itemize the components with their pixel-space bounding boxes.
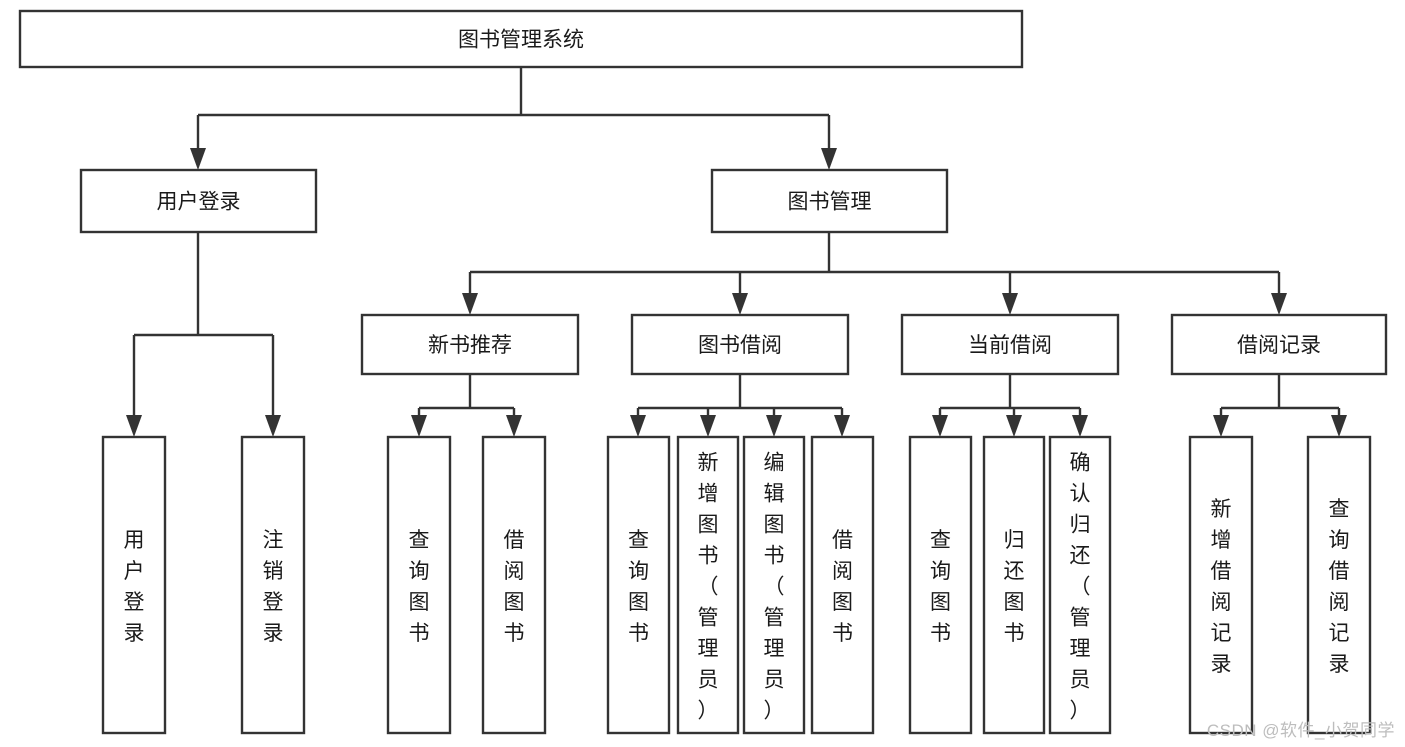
node-label: 注销登录 [263,529,284,645]
node-label: 查询图书 [628,529,649,645]
node-box[interactable] [1170,313,1388,376]
node-leaf-return-book[interactable]: 归还图书 [982,435,1046,735]
node-box[interactable] [240,435,306,735]
node-box[interactable] [101,435,167,735]
arrow-head-icon [506,415,522,437]
node-box[interactable] [982,435,1046,735]
node-label: 新增图书（管理员） [698,452,719,723]
arrow-head-icon [1072,415,1088,437]
node-label: 借阅记录 [1237,334,1321,357]
node-label: 图书管理 [788,191,872,214]
connector-bus-root [190,67,837,170]
node-label: 图书管理系统 [458,29,584,52]
node-leaf-add-book[interactable]: 新增图书（管理员） [676,435,740,735]
node-leaf-add-record[interactable]: 新增借阅记录 [1188,435,1254,735]
connector-bus-new-book-rec [411,374,522,437]
node-box[interactable] [710,168,949,234]
connector-bus-current-borrow [932,374,1088,437]
node-leaf-query-book-1[interactable]: 查询图书 [386,435,452,735]
arrow-head-icon [821,148,837,170]
node-box[interactable] [1306,435,1372,735]
node-borrow-record[interactable]: 借阅记录 [1170,313,1388,376]
arrow-head-icon [1002,293,1018,315]
node-root[interactable]: 图书管理系统 [18,9,1024,69]
node-box[interactable] [360,313,580,376]
arrow-head-icon [126,415,142,437]
node-label: 查询图书 [930,529,951,645]
connector-bus-book-manage [462,232,1287,315]
node-label: 用户登录 [157,191,241,214]
node-box[interactable] [18,9,1024,69]
node-current-borrow[interactable]: 当前借阅 [900,313,1120,376]
node-leaf-query-record[interactable]: 查询借阅记录 [1306,435,1372,735]
node-box[interactable] [1048,435,1112,735]
node-leaf-user-logout[interactable]: 注销登录 [240,435,306,735]
node-book-manage[interactable]: 图书管理 [710,168,949,234]
node-leaf-confirm-return[interactable]: 确认归还（管理员） [1048,435,1112,735]
node-leaf-query-book-3[interactable]: 查询图书 [908,435,973,735]
node-box[interactable] [900,313,1120,376]
node-book-borrow[interactable]: 图书借阅 [630,313,850,376]
arrow-head-icon [411,415,427,437]
node-box[interactable] [630,313,850,376]
node-label: 图书借阅 [698,334,782,357]
node-box[interactable] [908,435,973,735]
node-label: 新增借阅记录 [1211,498,1232,676]
node-box[interactable] [742,435,806,735]
node-label: 查询借阅记录 [1329,498,1350,676]
node-label: 当前借阅 [968,334,1052,357]
node-box[interactable] [386,435,452,735]
arrow-head-icon [1213,415,1229,437]
node-label: 借阅图书 [832,529,853,645]
arrow-head-icon [700,415,716,437]
arrow-head-icon [265,415,281,437]
node-box[interactable] [1188,435,1254,735]
edges-layer [126,67,1347,437]
node-box[interactable] [810,435,875,735]
connector-bus-book-borrow [630,374,850,437]
connector-bus-borrow-record [1213,374,1347,437]
node-leaf-borrow-book-1[interactable]: 借阅图书 [481,435,547,735]
node-user-login[interactable]: 用户登录 [79,168,318,234]
arrow-head-icon [932,415,948,437]
node-leaf-user-login[interactable]: 用户登录 [101,435,167,735]
node-leaf-query-book-2[interactable]: 查询图书 [606,435,671,735]
arrow-head-icon [462,293,478,315]
arrow-head-icon [834,415,850,437]
node-leaf-borrow-book-2[interactable]: 借阅图书 [810,435,875,735]
arrow-head-icon [190,148,206,170]
arrow-head-icon [1006,415,1022,437]
arrow-head-icon [1271,293,1287,315]
arrow-head-icon [732,293,748,315]
node-box[interactable] [79,168,318,234]
node-new-book-rec[interactable]: 新书推荐 [360,313,580,376]
node-box[interactable] [676,435,740,735]
node-label: 确认归还（管理员） [1070,452,1091,723]
arrow-head-icon [1331,415,1347,437]
node-leaf-edit-book[interactable]: 编辑图书（管理员） [742,435,806,735]
node-label: 查询图书 [409,529,430,645]
node-label: 借阅图书 [504,529,525,645]
node-label: 用户登录 [124,529,145,645]
arrow-head-icon [630,415,646,437]
node-label: 编辑图书（管理员） [764,452,785,723]
node-label: 归还图书 [1004,529,1025,645]
node-label: 新书推荐 [428,334,512,357]
node-box[interactable] [481,435,547,735]
arrow-head-icon [766,415,782,437]
nodes-layer: 图书管理系统用户登录图书管理新书推荐图书借阅当前借阅借阅记录用户登录注销登录查询… [18,9,1388,735]
connector-bus-user-login [126,232,281,437]
node-box[interactable] [606,435,671,735]
